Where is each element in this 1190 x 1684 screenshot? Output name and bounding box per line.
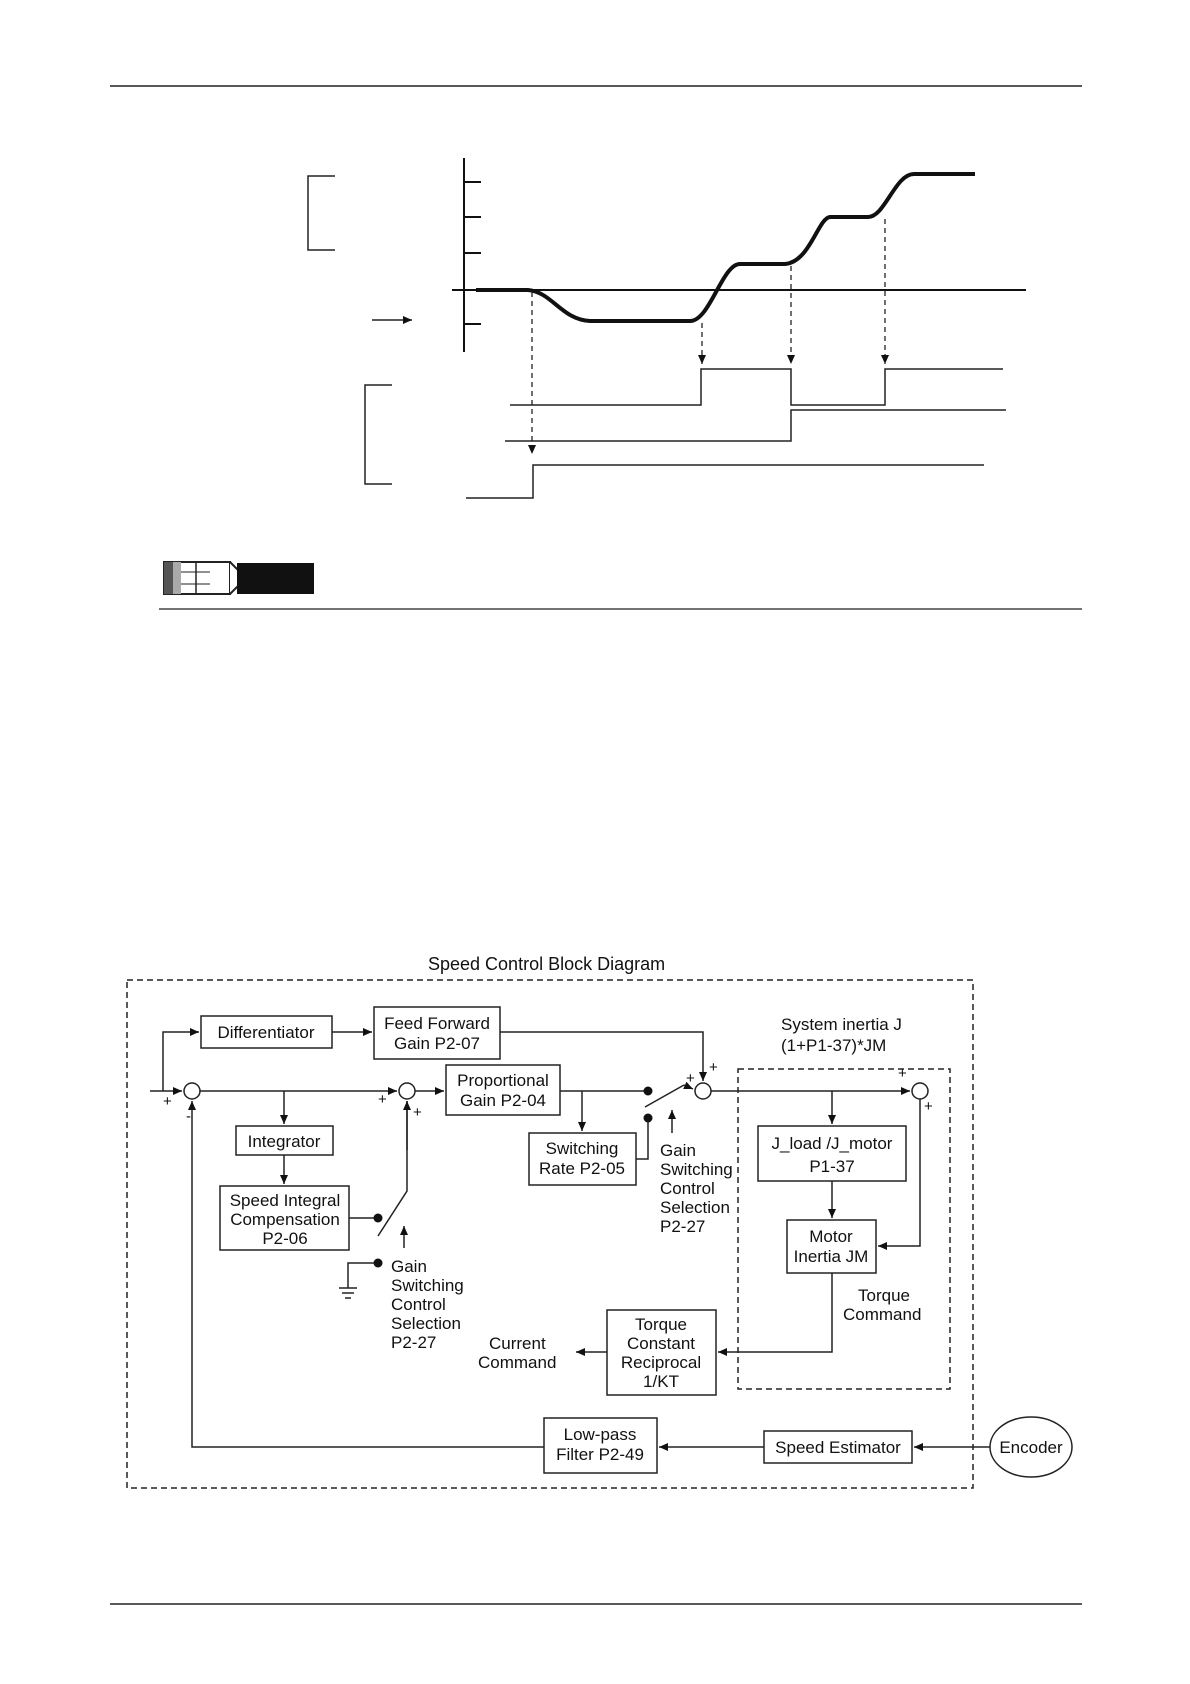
sign-plus-2: + [378, 1091, 387, 1108]
switch-contact-b1 [643, 1086, 653, 1096]
differentiator-block [200, 1015, 333, 1049]
motor-inertia-label-1: Motor [809, 1227, 853, 1246]
bracket-bottom [364, 384, 392, 485]
speed-integral-label-3: P2-06 [262, 1229, 307, 1248]
gain-switch-b-line-1: Gain [660, 1141, 696, 1160]
motor-inertia-block [786, 1219, 877, 1274]
system-inertia-label-2: (1+P1-37)*JM [781, 1036, 886, 1055]
speed-control-block-diagram: Speed Control Block Diagram System inert… [126, 954, 1073, 1489]
sign-plus-3: + [413, 1104, 422, 1121]
proportional-label-1: Proportional [457, 1071, 549, 1090]
gain-switch-a-line-1: Gain [391, 1257, 427, 1276]
switch-contact-a1 [373, 1213, 383, 1223]
signal-trace-2 [505, 409, 1006, 442]
torque-constant-label-4: 1/KT [643, 1372, 679, 1391]
ground-icon [339, 1287, 357, 1299]
wire-ff-to-sum3 [500, 1031, 707, 1081]
sign-plus-6: + [898, 1065, 907, 1082]
gain-switching-timing-chart [307, 158, 1026, 499]
proportional-label-2: Gain P2-04 [460, 1091, 546, 1110]
proportional-block [445, 1064, 561, 1116]
note-pencil-icon [163, 561, 248, 595]
torque-constant-block [606, 1309, 717, 1396]
jload-label-1: J_load /J_motor [772, 1134, 893, 1153]
wire-sum4-to-motor [878, 1099, 921, 1250]
sign-plus-5: + [709, 1059, 718, 1076]
speed-curve [476, 172, 975, 323]
current-command-label-2: Command [478, 1353, 556, 1372]
bracket-top [307, 175, 335, 251]
gain-switch-b-line-2: Switching [660, 1160, 733, 1179]
switch-b-lever [644, 1084, 685, 1108]
torque-constant-label-1: Torque [635, 1315, 687, 1334]
torque-constant-label-2: Constant [627, 1334, 695, 1353]
lowpass-filter-block [543, 1417, 658, 1474]
ground-wire [347, 1262, 374, 1288]
inertia-dashed-frame [737, 1068, 951, 1390]
sign-plus-1: + [163, 1093, 172, 1110]
speed-integral-block [219, 1185, 350, 1251]
speed-estimator-label: Speed Estimator [775, 1438, 901, 1457]
torque-command-label-2: Command [843, 1305, 921, 1324]
feedback-wire [188, 1101, 544, 1448]
summing-junction-2 [398, 1082, 416, 1100]
gain-switch-a-line-3: Control [391, 1295, 446, 1314]
wire-switching-rate-to-contact [636, 1121, 649, 1160]
summing-junction-1 [183, 1082, 201, 1100]
outer-dashed-frame [126, 979, 974, 1489]
feed-forward-block [373, 1006, 501, 1060]
feed-forward-label-1: Feed Forward [384, 1014, 490, 1033]
gain-switch-a-line-2: Switching [391, 1276, 464, 1295]
wire-to-differentiator [162, 1028, 199, 1091]
integrator-label: Integrator [248, 1132, 321, 1151]
switching-rate-block [528, 1132, 637, 1186]
torque-command-label-1: Torque [858, 1286, 910, 1305]
motor-inertia-label-2: Inertia JM [794, 1247, 869, 1266]
lowpass-label-1: Low-pass [564, 1425, 637, 1444]
sign-plus-7: + [924, 1098, 933, 1115]
lowpass-label-2: Filter P2-49 [556, 1445, 644, 1464]
current-command-label-1: Current [489, 1334, 546, 1353]
gain-switch-b-line-4: Selection [660, 1198, 730, 1217]
encoder-label: Encoder [999, 1438, 1063, 1457]
speed-estimator-block [763, 1430, 913, 1464]
switch-contact-a2 [373, 1258, 383, 1268]
note-badge [237, 563, 314, 594]
signal-trace-3 [466, 464, 984, 499]
sign-plus-4: + [686, 1070, 695, 1087]
wire-motor-to-torque-constant [718, 1273, 833, 1356]
system-inertia-label-1: System inertia J [781, 1015, 902, 1034]
diagram-title: Speed Control Block Diagram [428, 954, 665, 974]
summing-junction-3 [694, 1082, 712, 1100]
switch-contact-b2 [643, 1113, 653, 1123]
switch-a-lever [377, 1101, 408, 1237]
signal-trace-1 [510, 368, 1003, 406]
feed-forward-label-2: Gain P2-07 [394, 1034, 480, 1053]
gain-switch-a-line-4: Selection [391, 1314, 461, 1333]
switching-rate-label-1: Switching [546, 1139, 619, 1158]
gain-switch-b-line-3: Control [660, 1179, 715, 1198]
switching-rate-label-2: Rate P2-05 [539, 1159, 625, 1178]
gain-switch-a-line-5: P2-27 [391, 1333, 436, 1352]
gain-switch-b-line-5: P2-27 [660, 1217, 705, 1236]
speed-integral-label-1: Speed Integral [230, 1191, 341, 1210]
sign-minus-1: - [186, 1108, 191, 1125]
wire-switch-b-to-sum3 [683, 1081, 694, 1090]
torque-constant-label-3: Reciprocal [621, 1353, 701, 1372]
summing-junction-4 [911, 1082, 929, 1100]
jload-label-2: P1-37 [809, 1157, 854, 1176]
speed-integral-label-2: Compensation [230, 1210, 340, 1229]
differentiator-label: Differentiator [217, 1023, 314, 1042]
